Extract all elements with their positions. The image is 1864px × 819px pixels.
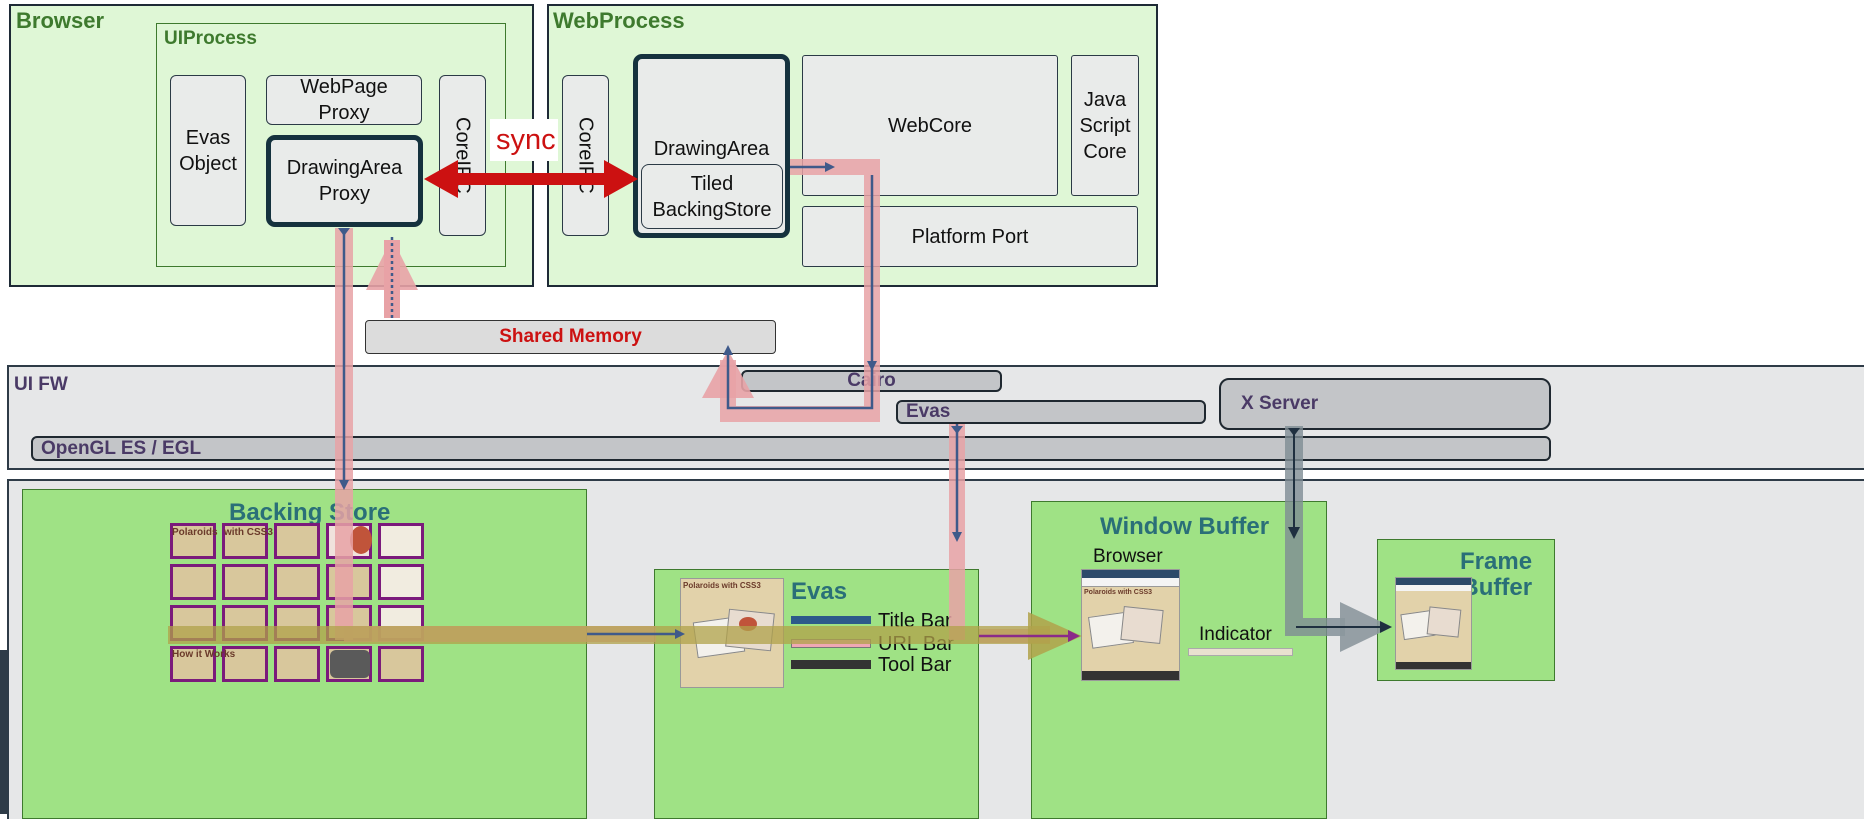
title-bar-label: Title Bar bbox=[878, 610, 952, 632]
backing-store-tile bbox=[378, 564, 424, 600]
wb-shot-topbar bbox=[1082, 570, 1179, 578]
tile-text-how-it-works: How it Works bbox=[172, 649, 236, 660]
ui-coreipc-label: CoreIPC bbox=[451, 117, 474, 194]
evas-browser-screenshot: Polaroids with CSS3 bbox=[680, 578, 784, 688]
fb-shot-toolbar bbox=[1396, 662, 1471, 669]
javascriptcore-label: Java Script Core bbox=[1079, 88, 1131, 163]
window-buffer-title: Window Buffer bbox=[1100, 513, 1270, 540]
backing-store-tile bbox=[222, 523, 268, 559]
backing-store-tile bbox=[274, 646, 320, 682]
webprocess-title: WebProcess bbox=[553, 8, 685, 33]
opengl-bar: OpenGL ES / EGL bbox=[31, 436, 1551, 461]
evas-panel-title: Evas bbox=[791, 578, 848, 605]
backing-store-tile bbox=[378, 523, 424, 559]
webcore-label: WebCore bbox=[887, 114, 973, 137]
webcore-box: WebCore bbox=[802, 55, 1058, 196]
cairo-label: Cairo bbox=[847, 370, 896, 391]
backing-store-tile bbox=[222, 646, 268, 682]
drawingarea-proxy-label: DrawingArea Proxy bbox=[286, 157, 403, 205]
backing-store-tile bbox=[222, 605, 268, 641]
url-bar-label: URL Bar bbox=[878, 633, 954, 655]
backing-store-tile bbox=[378, 605, 424, 641]
cairo-bar: Cairo bbox=[741, 370, 1002, 392]
backing-store-title: Backing Store bbox=[229, 499, 391, 526]
left-edge-dark bbox=[0, 650, 8, 814]
backing-store-tile bbox=[170, 564, 216, 600]
indicator-strip bbox=[1188, 648, 1293, 656]
evas-object-label: Evas Object bbox=[179, 126, 237, 175]
web-coreipc-label: CoreIPC bbox=[574, 117, 597, 194]
window-buffer-browser-label: Browser bbox=[1093, 546, 1163, 567]
xserver-label: X Server bbox=[1241, 393, 1319, 414]
fb-shot-urlbar bbox=[1396, 585, 1471, 591]
xserver-bar: X Server bbox=[1219, 378, 1551, 430]
backing-store-tile bbox=[326, 605, 372, 641]
tile-text-with-css3: with CSS3 bbox=[224, 527, 273, 538]
javascriptcore-box: Java Script Core bbox=[1071, 55, 1139, 196]
wb-shot-photo-2 bbox=[1120, 606, 1164, 644]
evas-bar: Evas bbox=[896, 400, 1206, 424]
backing-store-tile bbox=[170, 646, 216, 682]
evas-shot-flower bbox=[739, 617, 757, 631]
backing-store-tile bbox=[274, 523, 320, 559]
tool-bar-strip bbox=[791, 660, 871, 669]
opengl-label: OpenGL ES / EGL bbox=[41, 437, 202, 459]
sync-label-bg bbox=[490, 119, 558, 161]
indicator-label: Indicator bbox=[1199, 624, 1272, 645]
webpage-proxy-box: WebPage Proxy bbox=[266, 75, 422, 125]
web-coreipc-box: CoreIPC bbox=[562, 75, 609, 236]
sync-label: sync bbox=[496, 124, 556, 156]
evas-fw-label: Evas bbox=[906, 401, 951, 422]
tool-bar-label: Tool Bar bbox=[878, 654, 952, 676]
browser-title: Browser bbox=[16, 8, 105, 33]
backing-store-tile bbox=[170, 605, 216, 641]
platform-port-box: Platform Port bbox=[802, 206, 1138, 267]
wb-shot-urlbar bbox=[1082, 578, 1179, 587]
backing-store-tile bbox=[222, 564, 268, 600]
tile-text-polaroids: Polaroids bbox=[172, 527, 218, 538]
webpage-proxy-label: WebPage Proxy bbox=[300, 76, 388, 124]
url-bar-strip bbox=[791, 639, 871, 648]
platform-port-label: Platform Port bbox=[911, 225, 1029, 248]
frame-buffer-title: Frame Buffer bbox=[1460, 548, 1533, 602]
drawingarea-label: DrawingArea bbox=[653, 138, 770, 160]
drawingarea-proxy-box: DrawingArea Proxy bbox=[266, 135, 423, 227]
title-bar-strip bbox=[791, 616, 871, 624]
evas-object-box: Evas Object bbox=[170, 75, 246, 226]
ui-coreipc-box: CoreIPC bbox=[439, 75, 486, 236]
backing-store-tile bbox=[378, 646, 424, 682]
backing-store-tile bbox=[274, 564, 320, 600]
backing-store-tile bbox=[326, 564, 372, 600]
fb-shot-photo-2 bbox=[1426, 606, 1462, 638]
window-buffer-screenshot: Polaroids with CSS3 bbox=[1081, 569, 1180, 681]
backing-store-tile bbox=[274, 605, 320, 641]
frame-buffer-screenshot bbox=[1395, 577, 1472, 670]
tiled-backingstore-box: Tiled BackingStore bbox=[641, 164, 783, 229]
backing-store-tile bbox=[170, 523, 216, 559]
wb-shot-toolbar bbox=[1082, 671, 1179, 680]
shared-memory-bar: Shared Memory bbox=[365, 320, 776, 354]
tile-camera-photo bbox=[330, 650, 370, 678]
uiprocess-title: UIProcess bbox=[164, 28, 257, 49]
evas-shot-title: Polaroids with CSS3 bbox=[683, 581, 761, 590]
tiled-backingstore-label: Tiled BackingStore bbox=[652, 172, 772, 221]
uifw-title: UI FW bbox=[14, 374, 68, 395]
tile-flower-photo bbox=[350, 526, 372, 554]
fb-shot-topbar bbox=[1396, 578, 1471, 585]
shared-memory-label: Shared Memory bbox=[499, 326, 642, 347]
wb-shot-title: Polaroids with CSS3 bbox=[1084, 589, 1153, 596]
